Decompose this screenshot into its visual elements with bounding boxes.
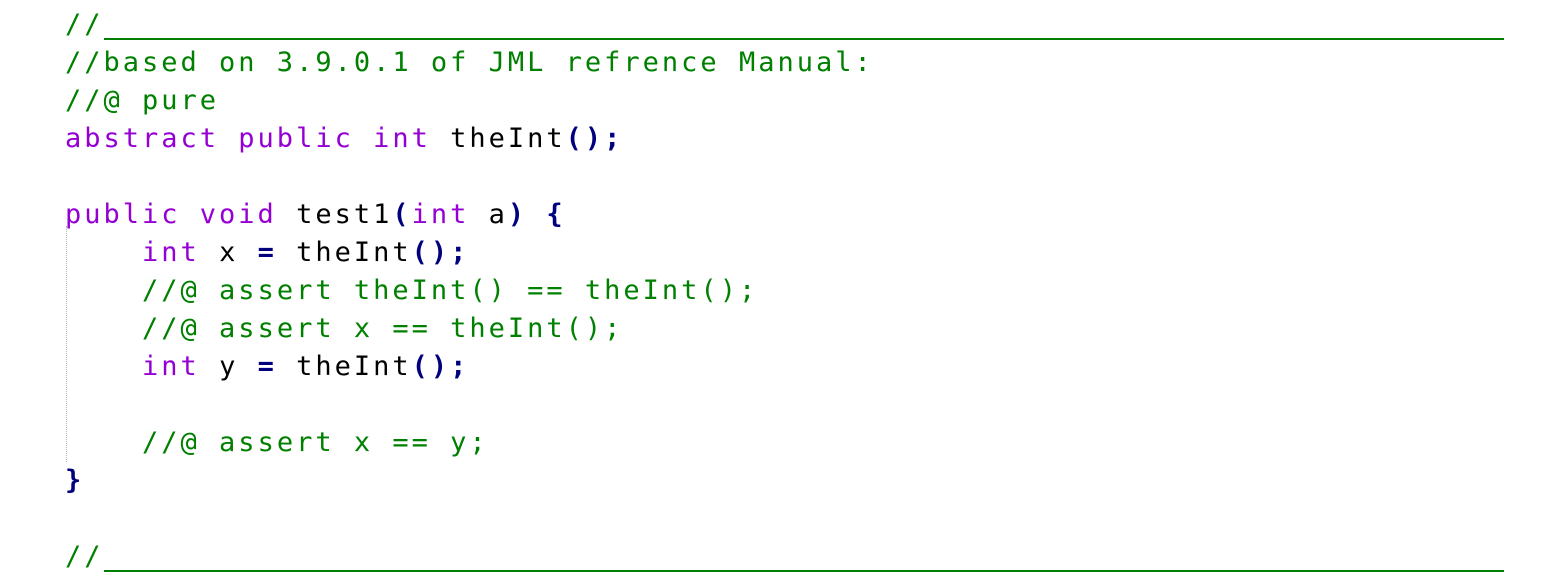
token-keyword: public void [65, 199, 277, 230]
code-line[interactable]: abstract public int theInt(); [65, 120, 1543, 158]
token-punct: ) { [507, 199, 566, 230]
code-line[interactable] [65, 158, 1543, 196]
code-line[interactable]: } [65, 462, 1543, 500]
token-plain: y [199, 351, 258, 382]
token-operator: = [257, 351, 277, 382]
code-line[interactable]: //@ pure [65, 82, 1543, 120]
token-plain [65, 351, 142, 382]
token-keyword: abstract public int [65, 123, 431, 154]
token-keyword: int [142, 237, 200, 268]
code-line[interactable]: int y = theInt(); [65, 348, 1543, 386]
token-plain [65, 237, 142, 268]
token-punct: ( [392, 199, 412, 230]
token-plain: a [469, 199, 508, 230]
token-plain: theInt [276, 237, 412, 268]
token-operator: = [257, 237, 277, 268]
token-punct: (); [411, 237, 470, 268]
token-keyword: int [142, 351, 200, 382]
token-plain: theInt [430, 123, 566, 154]
code-line[interactable]: // [65, 6, 1543, 44]
token-plain [65, 275, 142, 306]
token-comment: // [65, 9, 104, 40]
code-line[interactable]: //based on 3.9.0.1 of JML refrence Manua… [65, 44, 1543, 82]
token-plain [65, 313, 142, 344]
token-punct: } [65, 465, 85, 496]
code-line[interactable]: //@ assert theInt() == theInt(); [65, 272, 1543, 310]
code-line[interactable]: int x = theInt(); [65, 234, 1543, 272]
code-line[interactable] [65, 386, 1543, 424]
code-line[interactable]: // [65, 538, 1543, 576]
code-lines-container[interactable]: // //based on 3.9.0.1 of JML refrence Man… [65, 6, 1543, 576]
token-punct: (); [411, 351, 470, 382]
token-comment: //based on 3.9.0.1 of JML refrence Manua… [65, 47, 874, 78]
token-plain [65, 427, 142, 458]
token-plain: test1 [276, 199, 393, 230]
code-line[interactable]: public void test1(int a) { [65, 196, 1543, 234]
token-plain: theInt [276, 351, 412, 382]
code-line[interactable]: //@ assert x == theInt(); [65, 310, 1543, 348]
token-comment: //@ pure [65, 85, 220, 116]
token-comment: //@ assert theInt() == theInt(); [142, 275, 759, 306]
token-comment: // [65, 541, 104, 572]
code-line[interactable] [65, 500, 1543, 538]
token-comment: //@ assert x == theInt(); [142, 313, 624, 344]
code-line[interactable]: //@ assert x == y; [65, 424, 1543, 462]
token-plain: x [199, 237, 258, 268]
token-comment: //@ assert x == y; [142, 427, 489, 458]
token-punct: (); [565, 123, 624, 154]
token-keyword: int [411, 199, 470, 230]
